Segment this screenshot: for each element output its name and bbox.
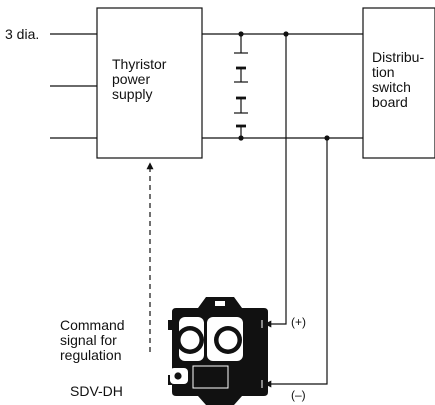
positive-terminal-label: (+): [291, 315, 306, 329]
distribution-label-line-1: Distribu-: [372, 49, 425, 65]
thyristor-label-line-1: Thyristor: [112, 56, 167, 72]
input-label: 3 dia.: [5, 26, 40, 42]
negative-terminal-label: (–): [291, 388, 306, 402]
positive-sense-wire: [264, 34, 287, 328]
distribution-label-line-4: board: [372, 94, 408, 110]
distribution-switch-board-box: [362, 7, 435, 159]
thyristor-label-line-3: supply: [112, 86, 153, 102]
distribution-label-line-2: tion: [372, 64, 395, 80]
junction-dot-icon: [238, 31, 244, 37]
thyristor-label: Thyristor power supply: [112, 57, 166, 102]
distribution-label: Distribu- tion switch board: [372, 50, 424, 110]
command-signal-label: Command signal for regulation: [60, 318, 125, 363]
negative-sense-wire: [264, 138, 328, 388]
thyristor-label-line-2: power: [112, 71, 151, 87]
command-label-line-3: regulation: [60, 347, 122, 363]
command-label-line-1: Command: [60, 317, 125, 333]
device-label: SDV-DH: [70, 383, 123, 399]
capacitor-symbol-icon: [234, 34, 248, 138]
distribution-label-line-3: switch: [372, 79, 411, 95]
sdv-dh-device-icon: [168, 297, 268, 405]
thyristor-power-supply-box: [96, 7, 203, 159]
junction-dot-icon: [238, 135, 244, 141]
command-label-line-2: signal for: [60, 332, 117, 348]
